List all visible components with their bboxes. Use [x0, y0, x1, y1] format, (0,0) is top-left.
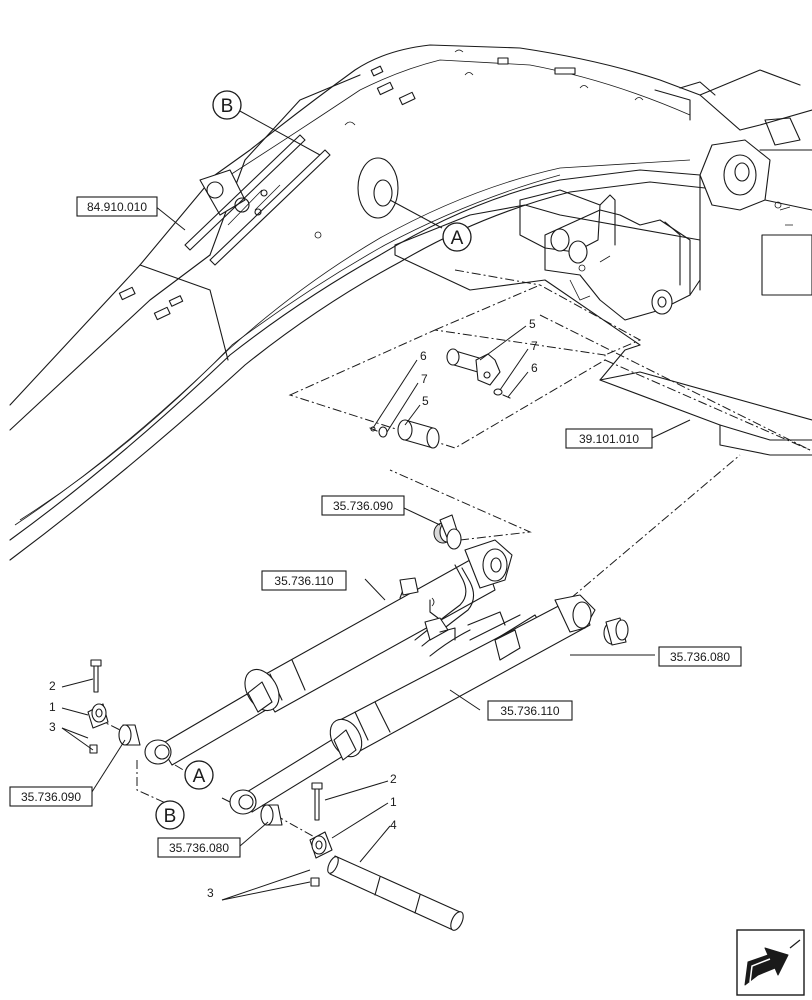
ref-cylinder-left-label: 35.736.110 [274, 574, 333, 588]
part-number-7-lower: 7 [421, 372, 428, 386]
left-cylinder [118, 514, 513, 766]
ref-box-bushing-bottom[interactable]: 35.736.080 [157, 837, 241, 858]
lower-pin [369, 419, 440, 449]
ref-bushing-right-label: 35.736.080 [670, 650, 730, 664]
callout-b-bottom: B [155, 800, 185, 830]
part-number-1-left: 1 [49, 700, 56, 714]
callout-b-top-label: B [221, 96, 234, 117]
ref-box-cylinder-right[interactable]: 35.736.110 [487, 700, 573, 721]
part-number-5-lower: 5 [422, 394, 429, 408]
ref-box-bushing-left[interactable]: 35.736.090 [9, 786, 93, 807]
part-number-7-upper: 7 [531, 339, 538, 353]
callout-b-bottom-label: B [164, 806, 177, 827]
ref-box-bushing-right[interactable]: 35.736.080 [658, 646, 742, 667]
part-number-5-upper: 5 [529, 317, 536, 331]
part-number-2-bottom: 2 [390, 772, 397, 786]
callout-b-top: B [212, 90, 242, 120]
part-number-3-bottom: 3 [207, 886, 214, 900]
part-number-3-left: 3 [49, 720, 56, 734]
upper-pin [446, 348, 511, 399]
next-page-arrow-icon[interactable] [736, 929, 805, 996]
ref-cylinder-right-label: 35.736.110 [500, 704, 559, 718]
part-number-6-lower: 6 [420, 349, 427, 363]
ref-bushing-top-label: 35.736.090 [333, 499, 393, 513]
ref-box-frame[interactable]: 39.101.010 [565, 428, 653, 449]
ref-box-bushing-top[interactable]: 35.736.090 [321, 495, 405, 516]
boom-assembly [9, 44, 812, 561]
ref-bushing-left-label: 35.736.090 [21, 790, 81, 804]
ref-bushing-bottom-label: 35.736.080 [169, 841, 229, 855]
ref-box-boom[interactable]: 84.910.010 [76, 196, 158, 217]
part-number-1-bottom: 1 [390, 795, 397, 809]
part-number-6-upper: 6 [531, 361, 538, 375]
part-number-4-bottom: 4 [390, 818, 397, 832]
callout-a-top-label: A [451, 228, 464, 249]
part-number-2-left: 2 [49, 679, 56, 693]
leader-lines [61, 109, 691, 901]
left-pin-hardware [87, 659, 109, 754]
frame-mount [394, 189, 812, 456]
callout-a-bottom-label: A [193, 766, 206, 787]
right-cylinder [229, 594, 629, 826]
ref-boom-label: 84.910.010 [87, 200, 147, 214]
callout-a-top: A [442, 222, 472, 252]
ref-box-cylinder-left[interactable]: 35.736.110 [261, 570, 347, 591]
pin-area-outline [288, 269, 811, 451]
bottom-pin-hardware [309, 782, 464, 931]
callout-a-bottom: A [184, 760, 214, 790]
ref-frame-label: 39.101.010 [579, 432, 639, 446]
centerlines [95, 454, 741, 841]
